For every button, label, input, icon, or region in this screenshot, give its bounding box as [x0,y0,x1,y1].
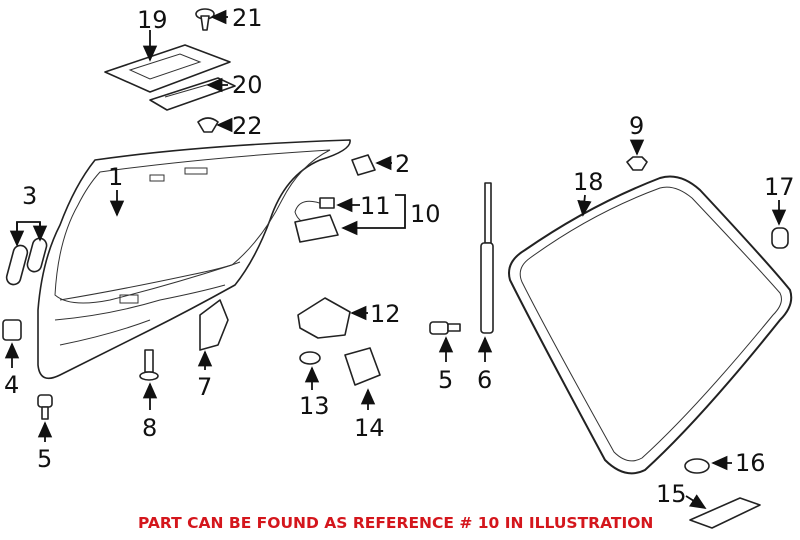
callout-22: 22 [232,112,263,140]
part-1-liftgate [37,139,351,380]
callout-14: 14 [354,414,385,442]
part-8-bolt [139,349,159,381]
callout-3: 3 [22,182,37,210]
callout-7: 7 [197,373,212,401]
callout-9: 9 [629,112,644,140]
part-13-grommet [299,351,321,365]
part-5-stud-right [429,321,461,335]
part-2-bumper [351,154,376,176]
callout-13: 13 [299,392,330,420]
callout-15: 15 [656,480,687,508]
callout-5-right: 5 [438,366,453,394]
callout-2: 2 [395,150,410,178]
part-10-switch [294,197,339,243]
callout-5-left: 5 [37,445,52,473]
part-6-strut [480,182,494,334]
callout-17: 17 [764,173,795,201]
part-19-pad [104,44,231,93]
callout-6: 6 [477,366,492,394]
part-17-clip [771,227,789,249]
callout-20: 20 [232,71,263,99]
part-21-screw [195,8,215,31]
part-4-buffer [2,319,22,341]
callout-4: 4 [4,371,19,399]
callout-8: 8 [142,414,157,442]
callout-21: 21 [232,4,263,32]
part-18-seal [508,175,793,475]
part-5-stud [37,394,53,420]
part-22-clip [197,117,219,133]
callout-16: 16 [735,449,766,477]
callout-12: 12 [370,300,401,328]
part-3-grommets [5,237,48,286]
part-7-bracket [199,299,229,351]
part-9-nut [626,156,648,171]
part-15-bracket [689,497,761,529]
callout-10: 10 [410,200,441,228]
part-16-nut [684,458,710,474]
part-14-bracket [344,347,381,386]
callout-11: 11 [360,192,391,220]
reference-note: PART CAN BE FOUND AS REFERENCE # 10 IN I… [138,514,654,532]
callout-19: 19 [137,6,168,34]
callout-18: 18 [573,168,604,196]
leader-lines [4,9,787,509]
part-12-latch [297,297,351,339]
callout-1: 1 [108,163,123,191]
